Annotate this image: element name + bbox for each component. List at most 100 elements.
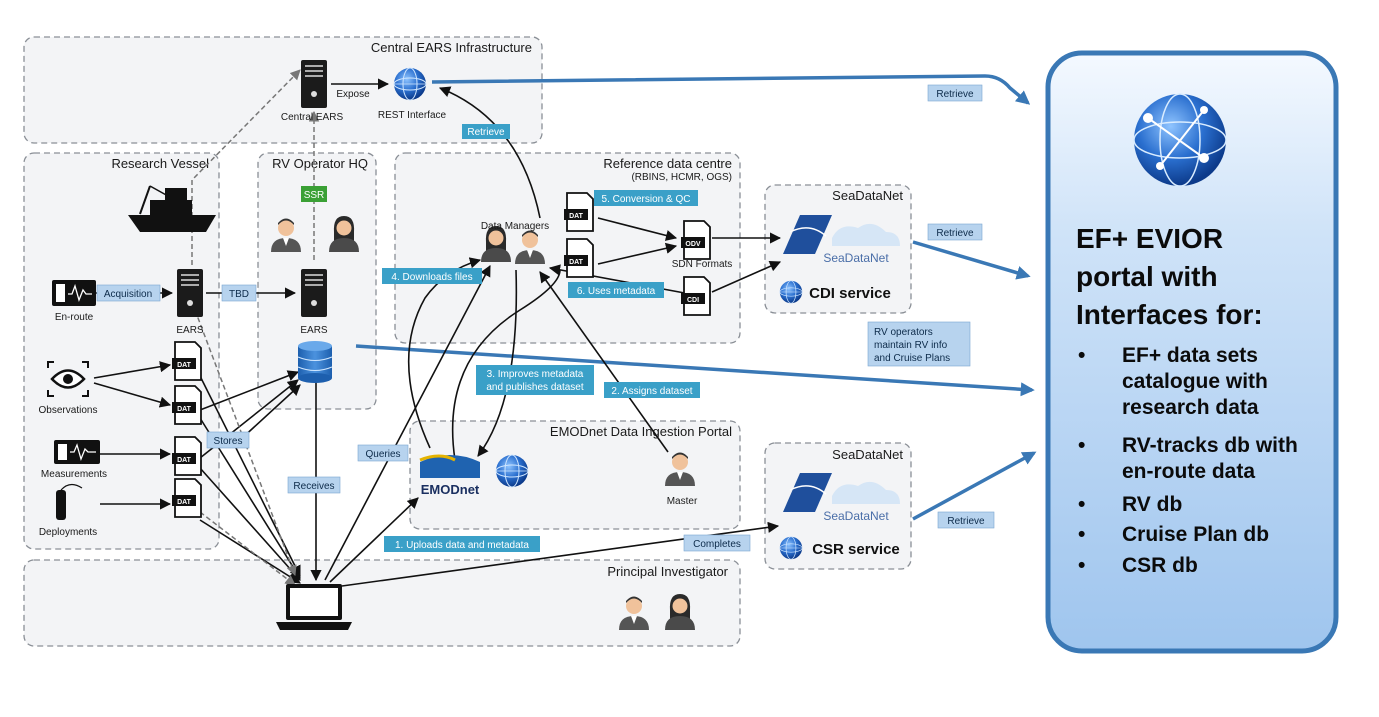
measurements-label: Measurements [41, 469, 107, 480]
retrieve-rest-label: Retrieve [467, 127, 505, 138]
reference-centre-title: Reference data centre [603, 156, 732, 171]
portal-bullet: • [1078, 434, 1085, 457]
ref-dat-file-1: DAT [563, 192, 594, 232]
portal-bullet: • [1078, 344, 1085, 367]
measurements-instrument-icon [54, 440, 100, 464]
research-vessel-ship-icon [128, 185, 216, 232]
retrieve-top-label: Retrieve [936, 89, 974, 100]
seadatanet-logo-top: SeaDataNet [783, 215, 900, 265]
cdi-service-label[interactable]: CDI service [809, 285, 891, 302]
step5-label: 5. Conversion & QC [602, 194, 691, 205]
hq-ears-label: EARS [300, 325, 328, 336]
portal-item-5: CSR db [1122, 554, 1198, 577]
arrow-obs-dat2 [93, 382, 172, 408]
rv-database-icon [297, 341, 333, 383]
portal-item-2-line1: RV-tracks db with [1122, 434, 1298, 457]
arrow-improves-metadata [451, 269, 561, 461]
emodnet-logo: EMODnet [419, 454, 480, 497]
portal-network-globe-icon [1133, 93, 1227, 187]
en-route-label: En-route [55, 312, 94, 323]
stores-label: Stores [214, 436, 243, 447]
svg-text:DAT: DAT [177, 499, 192, 506]
svg-text:DAT: DAT [569, 213, 584, 220]
portal-title-line3: Interfaces for: [1076, 299, 1263, 330]
research-vessel-title: Research Vessel [111, 156, 209, 171]
csr-service-globe-icon [779, 536, 803, 560]
sdn-formats-label: SDN Formats [672, 259, 733, 270]
svg-text:CDI: CDI [687, 297, 699, 304]
retrieve-csr-label: Retrieve [947, 516, 985, 527]
portal-bullet: • [1078, 493, 1085, 516]
master-label: Master [667, 496, 698, 507]
emodnet-portal-globe-icon [495, 454, 529, 488]
rest-interface-label: REST Interface [378, 110, 447, 121]
principal-investigator-title: Principal Investigator [607, 564, 728, 579]
arrow-dat4-laptop [199, 519, 301, 584]
portal-item-1-line3: research data [1122, 396, 1259, 419]
arrow-csr-to-portal [912, 451, 1037, 521]
arrow-obs-dat1 [93, 361, 172, 379]
arrow-dat3-laptop [199, 467, 301, 581]
arrow-db-to-portal [355, 344, 1035, 397]
arrow-cdi-to-sdn [711, 260, 782, 293]
observations-label: Observations [39, 405, 98, 416]
rest-interface-globe-icon[interactable] [393, 67, 427, 101]
rv-operator-hq-title: RV Operator HQ [272, 156, 368, 171]
seadatanet-logo-top-text: SeaDataNet [823, 251, 889, 265]
data-managers-label: Data Managers [481, 221, 549, 232]
central-ears-server-icon [300, 59, 328, 109]
arrow-rest-to-portal [431, 74, 1031, 105]
step6-label: 6. Uses metadata [577, 286, 656, 297]
arrow-cdi-to-portal [912, 240, 1031, 280]
arrow-assigns-dataset [539, 271, 669, 453]
portal-title-line2: portal with [1076, 261, 1218, 292]
seadatanet-logo-bottom-text: SeaDataNet [823, 509, 889, 523]
rv-operators-label-2: maintain RV info [874, 340, 948, 351]
arrow-laptop-db-up [239, 384, 301, 441]
portal-item-1-line1: EF+ data sets [1122, 344, 1258, 367]
rv-operators-label-1: RV operators [874, 327, 933, 338]
expose-label: Expose [336, 89, 370, 100]
vessel-ears-server-icon [176, 268, 204, 318]
svg-text:DAT: DAT [177, 362, 192, 369]
odv-file: ODV [680, 220, 711, 260]
central-ears-title: Central EARS Infrastructure [371, 40, 532, 55]
dat-file-icon [171, 436, 202, 476]
step3-label-line1: 3. Improves metadata [487, 369, 584, 380]
seadatanet-top-title: SeaDataNet [832, 188, 903, 203]
cdi-file: CDI [680, 276, 711, 316]
emodnet-portal-title: EMODnet Data Ingestion Portal [550, 424, 732, 439]
portal-bullet: • [1078, 523, 1085, 546]
pi-laptop-icon [276, 584, 352, 630]
queries-label: Queries [365, 449, 400, 460]
portal-item-1-line2: catalogue with [1122, 370, 1268, 393]
cdi-service-globe-icon [779, 280, 803, 304]
step3-label-line2: and publishes dataset [486, 382, 584, 393]
principal-investigator-box [23, 559, 741, 647]
reference-centre-subtitle: (RBINS, HCMR, OGS) [631, 172, 732, 183]
rv-operators-label-3: and Cruise Plans [874, 353, 950, 364]
arrow-dat4-laptop-dashed [199, 511, 296, 586]
svg-text:DAT: DAT [177, 457, 192, 464]
arrow-laptop-emodnet [329, 497, 419, 583]
step1-label: 1. Uploads data and metadata [395, 540, 529, 551]
portal-bullet: • [1078, 554, 1085, 577]
central-ears-box [23, 36, 543, 144]
csr-service-label[interactable]: CSR service [812, 541, 900, 558]
svg-text:DAT: DAT [569, 259, 584, 266]
deployments-label: Deployments [39, 527, 97, 538]
acquisition-label: Acquisition [104, 289, 152, 300]
arrow-dat2-to-odv [597, 242, 678, 265]
central-ears-label: Central EARS [281, 112, 344, 123]
dat-file-icon [171, 341, 202, 381]
tbd-label: TBD [229, 289, 249, 300]
completes-label: Completes [693, 539, 741, 550]
portal-item-3: RV db [1122, 493, 1182, 516]
step4-label: 4. Downloads files [391, 272, 472, 283]
dat-file-icon [171, 478, 202, 518]
portal-item-4: Cruise Plan db [1122, 523, 1269, 546]
ref-dat-file-2: DAT [563, 238, 594, 278]
seadatanet-bottom-title: SeaDataNet [832, 447, 903, 462]
en-route-instrument-icon [52, 280, 96, 306]
